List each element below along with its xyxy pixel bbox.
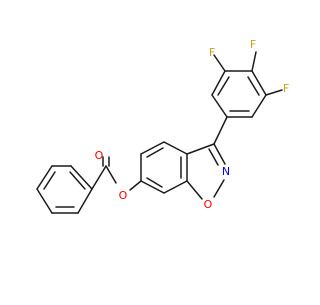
bond-inner (247, 76, 260, 96)
molecule-structure: F F F O O N O (36, 38, 289, 214)
bond (36, 188, 53, 214)
bond (265, 89, 283, 96)
ester-oxygen-label: O (119, 189, 128, 202)
bond-inner (217, 76, 230, 96)
bond (91, 165, 107, 190)
bond (163, 180, 188, 194)
isoxazole-oxygen-label: O (204, 198, 213, 211)
bond (36, 165, 53, 190)
isoxazole-nitrogen-label: N (222, 165, 230, 178)
bond (186, 180, 203, 200)
bond (211, 70, 226, 96)
bond-inner (69, 171, 86, 190)
fluorine-label-left: F (209, 46, 215, 59)
bond-inner (146, 147, 164, 158)
bond (213, 54, 226, 72)
bond (213, 116, 228, 145)
structure-canvas: F F F O O N O (36, 38, 289, 214)
bond-inner (146, 177, 163, 188)
bond (213, 143, 226, 165)
benzisoxazole-benzene-ring (140, 141, 188, 194)
bond (186, 143, 215, 155)
bond (213, 179, 225, 198)
fluorine-label-right: F (283, 82, 289, 95)
carbonyl-oxygen-label: O (95, 149, 104, 162)
bond (251, 94, 267, 118)
trifluorophenyl-ring (211, 51, 283, 118)
bond (251, 51, 257, 72)
fluorine-label-top: F (250, 38, 256, 51)
bond (251, 70, 267, 96)
bond (129, 180, 142, 191)
bond (208, 148, 219, 166)
bond (105, 165, 117, 184)
ester-group (91, 156, 142, 191)
bond (140, 141, 165, 155)
isoxazole-ring (186, 143, 226, 200)
bond (211, 94, 228, 118)
bond (140, 180, 165, 194)
phenyl-ring (36, 165, 93, 214)
bond (163, 141, 188, 155)
bond (77, 188, 93, 214)
bond-inner (43, 171, 56, 190)
bond (70, 165, 93, 190)
